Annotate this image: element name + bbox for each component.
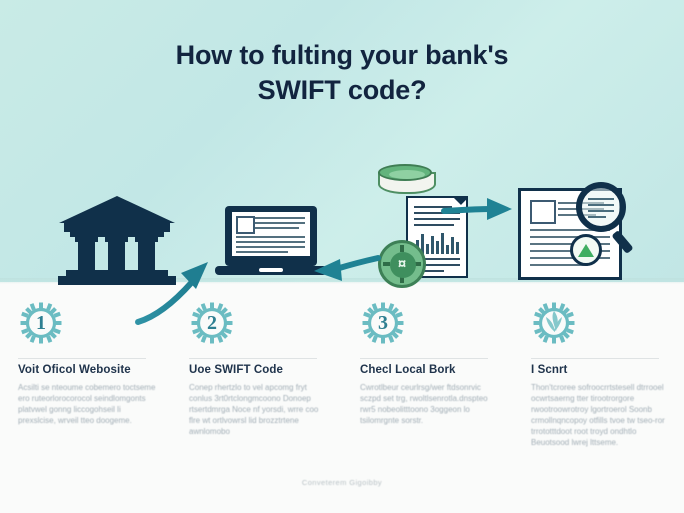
laptop-icon [215, 206, 327, 282]
step-3-number: 3 [378, 311, 388, 334]
currency-coin-icon: ¤ [378, 240, 426, 288]
coin-inner-disc [390, 252, 416, 278]
laptop-text-line [255, 227, 299, 229]
gear-shape [362, 302, 404, 344]
step-item-3[interactable]: 3 Checl Local Bork Cwrotlbeur ceurlrsg/w… [342, 300, 513, 460]
step-divider-rule [360, 358, 488, 359]
document-text-line [414, 224, 454, 226]
document-chart-bar [436, 241, 439, 254]
document-chart-bar [431, 236, 434, 254]
coin-stack-lid [378, 164, 432, 181]
document-text-line [414, 212, 460, 214]
step-divider-rule [18, 358, 146, 359]
coin-tick [383, 262, 390, 266]
bank-pediment [59, 196, 175, 223]
verified-badge-icon [570, 234, 602, 266]
coin-stack-top [378, 164, 436, 194]
laptop-text-line [255, 222, 305, 224]
laptop-text-line [236, 241, 305, 243]
gear-shape [20, 302, 62, 344]
step-1-title: Voit Oficol Webosite [18, 364, 131, 376]
step-3-body: Cwrotlbeur ceurlrsg/wer ftdsonrvic sczpd… [360, 383, 488, 425]
laptop-screen-content [232, 212, 310, 256]
step-item-2[interactable]: 2 Uoe SWIFT Code Conep rhertzlo to vel a… [171, 300, 342, 460]
step-1-body: Acsilti se nteoume cobemero toctseme ero… [18, 383, 156, 425]
search-text-line [530, 264, 588, 266]
laptop-text-line [236, 246, 305, 248]
step-item-4[interactable]: I Scnrt Thon'tcroree sofroocrrtstesell d… [513, 300, 684, 460]
page-title: How to fulting your bank's SWIFT code? [0, 38, 684, 108]
step-4-body: Thon'tcroree sofroocrrtstesell dtrrooel … [531, 383, 665, 447]
document-text-line [414, 270, 444, 272]
step-1-gear-icon: 1 [18, 300, 64, 346]
step-item-1[interactable]: 1 Voit Oficol Webosite Acsilti se nteoum… [0, 300, 171, 460]
step-4-gear-icon [531, 300, 577, 346]
page-title-line2: SWIFT code? [257, 75, 427, 105]
step-2-number: 2 [207, 311, 217, 334]
coin-stack-lid-inner [389, 170, 425, 179]
step-2-gear-icon: 2 [189, 300, 235, 346]
document-chart-area [416, 232, 462, 254]
step-3-title: Checl Local Bork [360, 364, 456, 376]
document-chart-bar [441, 233, 444, 254]
step-1-number: 1 [36, 311, 46, 334]
gear-shape [191, 302, 233, 344]
laptop-text-line [236, 236, 305, 238]
badge-triangle [578, 244, 594, 257]
step-4-number [531, 300, 577, 346]
bank-column [78, 237, 95, 270]
steps-row: 1 Voit Oficol Webosite Acsilti se nteoum… [0, 300, 684, 460]
search-document-image-block [530, 200, 556, 224]
document-text-line [414, 264, 460, 266]
coin-tick [400, 245, 404, 252]
bank-architrave [64, 223, 170, 232]
bank-architrave-lower [70, 232, 164, 237]
gear-4-glyph-smudge [546, 311, 562, 332]
document-chart-bar [421, 234, 424, 254]
document-search-icon [518, 182, 636, 284]
magnifier-text-line [588, 216, 606, 218]
search-text-line [530, 257, 610, 259]
document-chart-bar [451, 237, 454, 254]
search-text-line [530, 236, 610, 238]
magnifier-text-line [588, 198, 614, 200]
magnifier-text-line [588, 210, 614, 212]
laptop-text-line [255, 217, 305, 219]
step-2-body: Conep rhertzlo to vel apcomg fryt conlus… [189, 383, 319, 436]
document-text-line [414, 206, 452, 208]
search-text-line [530, 229, 610, 231]
coin-currency-mark: ¤ [397, 255, 407, 273]
magnifier-glass-icon [576, 182, 626, 232]
step-divider-rule [189, 358, 317, 359]
document-folded-corner [452, 196, 468, 212]
laptop-trackpad-notch [259, 268, 283, 272]
document-text-line [414, 218, 460, 220]
step-2-title: Uoe SWIFT Code [189, 364, 284, 376]
coin-tick [400, 276, 404, 283]
background-bottom-panel [0, 282, 684, 513]
document-chart-bar [426, 244, 429, 254]
background-seam [0, 278, 684, 284]
page-title-line1: How to fulting your bank's [175, 40, 509, 70]
footer-caption: Conveterem Gigoibby [301, 478, 383, 487]
step-4-title: I Scnrt [531, 364, 568, 376]
laptop-text-line [236, 251, 288, 253]
document-text-line [414, 258, 460, 260]
bank-base-lower [58, 276, 176, 285]
bank-base-upper [66, 270, 168, 276]
bank-column [138, 237, 155, 270]
laptop-screen-image-block [236, 216, 255, 234]
magnifier-text-line [588, 204, 614, 206]
coin-tick [414, 262, 421, 266]
document-coins-icon: ¤ [378, 164, 490, 290]
document-chart-bar [446, 245, 449, 254]
bank-column [108, 237, 125, 270]
gear-shape [533, 302, 575, 344]
step-divider-rule [531, 358, 659, 359]
document-chart-bar [456, 242, 459, 254]
illustration-row: ¤ [0, 150, 684, 290]
bank-building-icon [58, 196, 176, 285]
step-3-gear-icon: 3 [360, 300, 406, 346]
laptop-screen-bezel [225, 206, 317, 266]
